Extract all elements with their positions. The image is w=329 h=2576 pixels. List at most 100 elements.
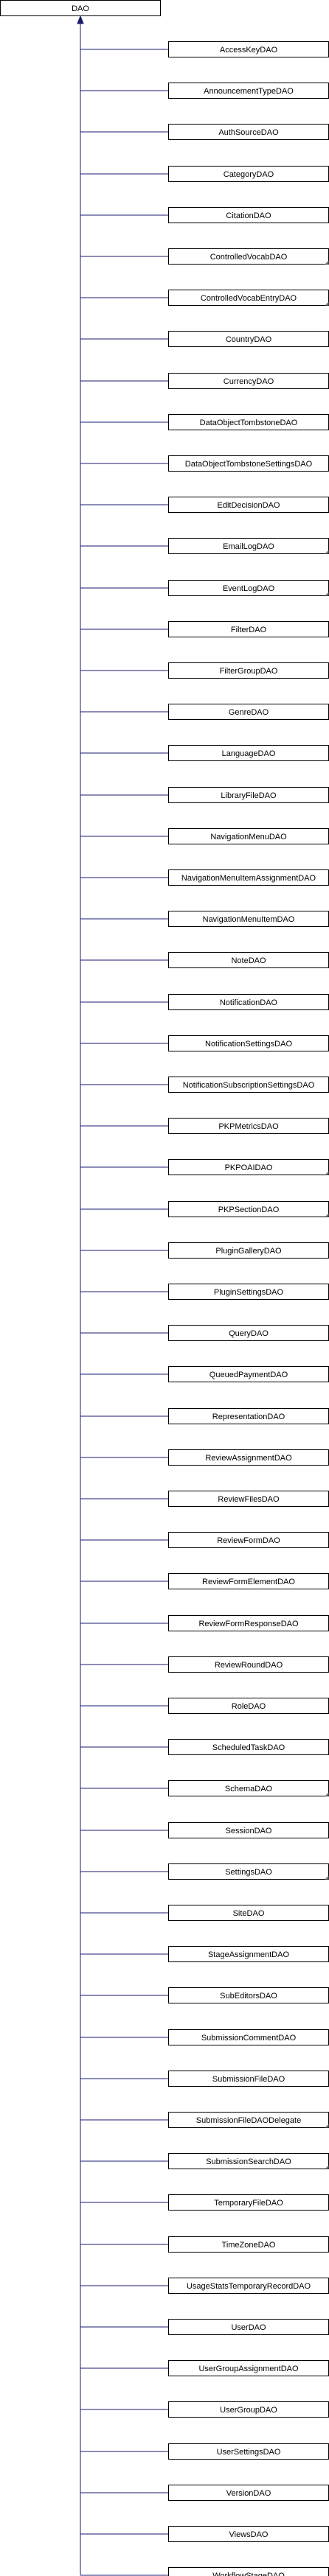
class-node-user-group-assignment-dao[interactable]: UserGroupAssignmentDAO bbox=[168, 2360, 329, 2376]
class-node-review-form-response-dao[interactable]: ReviewFormResponseDAO bbox=[168, 1615, 329, 1631]
class-node-user-settings-dao[interactable]: UserSettingsDAO bbox=[168, 2443, 329, 2460]
class-node-pkp-section-dao[interactable]: PKPSectionDAO bbox=[168, 1201, 329, 1217]
class-node-session-dao[interactable]: SessionDAO bbox=[168, 1822, 329, 1838]
class-node-event-log-dao[interactable]: EventLogDAO bbox=[168, 580, 329, 596]
class-node-edit-decision-dao[interactable]: EditDecisionDAO bbox=[168, 497, 329, 513]
class-node-scheduled-task-dao[interactable]: ScheduledTaskDAO bbox=[168, 1739, 329, 1755]
class-node-filter-group-dao[interactable]: FilterGroupDAO bbox=[168, 662, 329, 679]
class-node-schema-dao[interactable]: SchemaDAO bbox=[168, 1780, 329, 1796]
class-node-representation-dao[interactable]: RepresentationDAO bbox=[168, 1408, 329, 1424]
has-subclasses-corner-icon bbox=[325, 1213, 329, 1217]
class-node-version-dao[interactable]: VersionDAO bbox=[168, 2485, 329, 2501]
class-node-workflow-stage-dao[interactable]: WorkflowStageDAO bbox=[168, 2567, 329, 2576]
class-node-submission-search-dao[interactable]: SubmissionSearchDAO bbox=[168, 2153, 329, 2169]
class-node-controlled-vocab-entry-dao[interactable]: ControlledVocabEntryDAO bbox=[168, 290, 329, 306]
has-subclasses-corner-icon bbox=[325, 1171, 329, 1175]
class-node-role-dao[interactable]: RoleDAO bbox=[168, 1698, 329, 1714]
class-node-time-zone-dao[interactable]: TimeZoneDAO bbox=[168, 2236, 329, 2253]
class-node-label: PluginGalleryDAO bbox=[215, 1247, 282, 1256]
class-node-notification-dao[interactable]: NotificationDAO bbox=[168, 994, 329, 1010]
class-node-label: AccessKeyDAO bbox=[220, 46, 278, 55]
class-node-submission-file-dao[interactable]: SubmissionFileDAO bbox=[168, 2071, 329, 2087]
class-node-label: PKPMetricsDAO bbox=[218, 1122, 279, 1131]
child-nodes: AccessKeyDAO AnnouncementTypeDAO AuthSourc… bbox=[80, 41, 329, 2576]
class-node-access-key-dao[interactable]: AccessKeyDAO bbox=[168, 41, 329, 57]
class-node-data-object-tombstone-dao[interactable]: DataObjectTombstoneDAO bbox=[168, 414, 329, 430]
class-node-plugin-gallery-dao[interactable]: PluginGalleryDAO bbox=[168, 1242, 329, 1259]
class-node-label: ScheduledTaskDAO bbox=[212, 1743, 285, 1752]
class-node-user-dao[interactable]: UserDAO bbox=[168, 2319, 329, 2335]
class-node-review-assignment-dao[interactable]: ReviewAssignmentDAO bbox=[168, 1449, 329, 1466]
class-node-auth-source-dao[interactable]: AuthSourceDAO bbox=[168, 124, 329, 140]
class-node-label: NotificationSettingsDAO bbox=[205, 1040, 292, 1049]
class-node-submission-file-dao-delegate[interactable]: SubmissionFileDAODelegate bbox=[168, 2112, 329, 2128]
class-node-label: TimeZoneDAO bbox=[222, 2241, 276, 2250]
class-node-filter-dao[interactable]: FilterDAO bbox=[168, 621, 329, 637]
class-node-citation-dao[interactable]: CitationDAO bbox=[168, 207, 329, 223]
class-node-settings-dao[interactable]: SettingsDAO bbox=[168, 1863, 329, 1880]
class-node-temporary-file-dao[interactable]: TemporaryFileDAO bbox=[168, 2194, 329, 2211]
class-node-label: ReviewFormElementDAO bbox=[202, 1578, 295, 1586]
class-node-notification-subscription-settings-dao[interactable]: NotificationSubscriptionSettingsDAO bbox=[168, 1077, 329, 1093]
class-node-submission-comment-dao[interactable]: SubmissionCommentDAO bbox=[168, 2029, 329, 2045]
class-node-queued-payment-dao[interactable]: QueuedPaymentDAO bbox=[168, 1366, 329, 1382]
has-subclasses-corner-icon bbox=[325, 1875, 329, 1880]
class-node-navigation-menu-dao[interactable]: NavigationMenuDAO bbox=[168, 828, 329, 844]
class-node-genre-dao[interactable]: GenreDAO bbox=[168, 704, 329, 720]
class-node-label: FilterGroupDAO bbox=[220, 667, 278, 676]
class-node-label: NavigationMenuDAO bbox=[210, 833, 287, 841]
class-node-label: SubmissionCommentDAO bbox=[201, 2034, 297, 2043]
class-node-sub-editors-dao[interactable]: SubEditorsDAO bbox=[168, 1987, 329, 2003]
class-node-label: UserDAO bbox=[231, 2323, 266, 2332]
class-node-review-form-element-dao[interactable]: ReviewFormElementDAO bbox=[168, 1573, 329, 1589]
has-subclasses-corner-icon bbox=[325, 550, 329, 554]
class-node-label: LanguageDAO bbox=[222, 749, 276, 758]
class-node-label: CitationDAO bbox=[226, 211, 271, 220]
class-node-label: SubmissionFileDAODelegate bbox=[196, 2116, 301, 2125]
class-node-site-dao[interactable]: SiteDAO bbox=[168, 1905, 329, 1921]
class-node-label: CurrencyDAO bbox=[224, 377, 274, 386]
class-node-label: AuthSourceDAO bbox=[218, 128, 279, 137]
class-node-label: UserGroupAssignmentDAO bbox=[198, 2365, 299, 2373]
class-node-label: RepresentationDAO bbox=[212, 1413, 285, 1421]
class-node-language-dao[interactable]: LanguageDAO bbox=[168, 745, 329, 761]
class-node-email-log-dao[interactable]: EmailLogDAO bbox=[168, 538, 329, 554]
class-node-label: RoleDAO bbox=[232, 1702, 266, 1711]
class-node-review-files-dao[interactable]: ReviewFilesDAO bbox=[168, 1491, 329, 1507]
class-node-views-dao[interactable]: ViewsDAO bbox=[168, 2526, 329, 2542]
class-node-navigation-menu-item-dao[interactable]: NavigationMenuItemDAO bbox=[168, 911, 329, 927]
class-node-review-form-dao[interactable]: ReviewFormDAO bbox=[168, 1532, 329, 1548]
class-node-review-round-dao[interactable]: ReviewRoundDAO bbox=[168, 1656, 329, 1673]
class-node-usage-stats-temporary-record-dao[interactable]: UsageStatsTemporaryRecordDAO bbox=[168, 2278, 329, 2294]
class-node-library-file-dao[interactable]: LibraryFileDAO bbox=[168, 787, 329, 803]
class-node-label: SessionDAO bbox=[226, 1827, 272, 1835]
class-node-label: EventLogDAO bbox=[223, 584, 275, 593]
class-node-announcement-type-dao[interactable]: AnnouncementTypeDAO bbox=[168, 83, 329, 99]
class-node-country-dao[interactable]: CountryDAO bbox=[168, 331, 329, 347]
class-node-controlled-vocab-dao[interactable]: ControlledVocabDAO bbox=[168, 248, 329, 265]
class-node-label: ControlledVocabDAO bbox=[210, 253, 288, 262]
class-node-plugin-settings-dao[interactable]: PluginSettingsDAO bbox=[168, 1284, 329, 1300]
class-node-pkpoaidao[interactable]: PKPOAIDAO bbox=[168, 1159, 329, 1175]
class-node-label: NotificationSubscriptionSettingsDAO bbox=[183, 1081, 315, 1090]
class-node-label: SubmissionSearchDAO bbox=[206, 2157, 291, 2166]
class-node-currency-dao[interactable]: CurrencyDAO bbox=[168, 373, 329, 389]
class-node-label: ControlledVocabEntryDAO bbox=[201, 294, 297, 303]
class-node-note-dao[interactable]: NoteDAO bbox=[168, 952, 329, 968]
class-node-navigation-menu-item-assignment-dao[interactable]: NavigationMenuItemAssignmentDAO bbox=[168, 869, 329, 886]
class-node-label: PKPOAIDAO bbox=[225, 1163, 273, 1172]
class-node-label: StageAssignmentDAO bbox=[208, 1950, 289, 1959]
class-node-pkp-metrics-dao[interactable]: PKPMetricsDAO bbox=[168, 1118, 329, 1134]
class-node-label: ReviewRoundDAO bbox=[215, 1661, 283, 1670]
class-node-label: UserGroupDAO bbox=[220, 2406, 277, 2415]
class-node-notification-settings-dao[interactable]: NotificationSettingsDAO bbox=[168, 1035, 329, 1051]
root-node-dao[interactable]: DAO bbox=[0, 0, 161, 16]
class-node-user-group-dao[interactable]: UserGroupDAO bbox=[168, 2401, 329, 2418]
class-node-data-object-tombstone-settings-dao[interactable]: DataObjectTombstoneSettingsDAO bbox=[168, 455, 329, 472]
class-node-query-dao[interactable]: QueryDAO bbox=[168, 1325, 329, 1341]
class-node-stage-assignment-dao[interactable]: StageAssignmentDAO bbox=[168, 1946, 329, 1962]
class-node-category-dao[interactable]: CategoryDAO bbox=[168, 166, 329, 182]
has-subclasses-corner-icon bbox=[325, 301, 329, 306]
class-node-label: ReviewFormDAO bbox=[217, 1536, 280, 1545]
